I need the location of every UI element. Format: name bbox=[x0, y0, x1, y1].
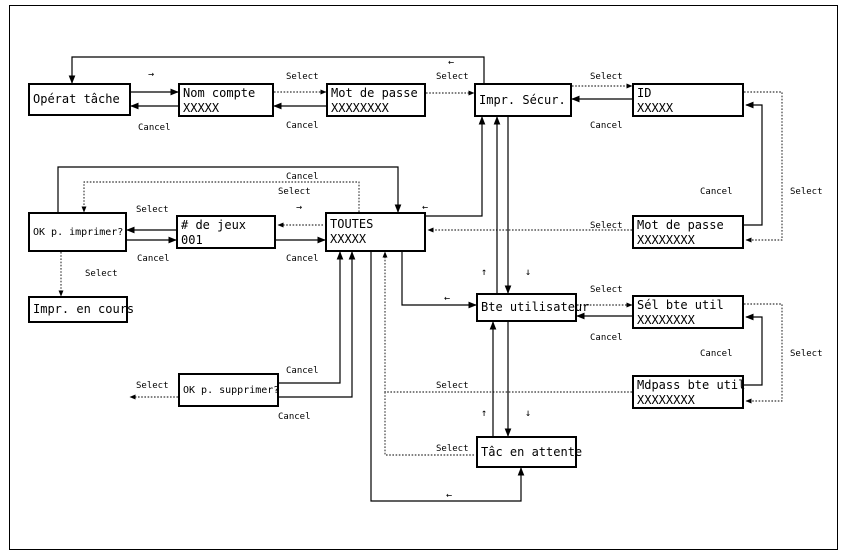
label-select: Select bbox=[278, 187, 311, 197]
label-cancel: Cancel bbox=[286, 121, 319, 131]
edge-supprimer-toutes-1 bbox=[279, 251, 344, 384]
label-select: Select bbox=[136, 205, 169, 215]
box-impr-secur: Impr. Sécur. bbox=[474, 83, 572, 117]
box-value: XXXXXXXX bbox=[637, 233, 695, 247]
label-select: Select bbox=[590, 285, 623, 295]
label-select: Select bbox=[286, 72, 319, 82]
box-text: Bte utilisateur bbox=[481, 300, 590, 314]
label-cancel: Cancel bbox=[700, 187, 733, 197]
label-select: Select bbox=[790, 187, 823, 197]
box-ok-imprimer: OK p. imprimer? bbox=[28, 212, 127, 252]
box-nb-jeux: # de jeux 001 bbox=[176, 215, 276, 249]
box-text: Impr. en cours bbox=[33, 302, 135, 316]
box-text: Nom compte bbox=[183, 86, 256, 100]
box-bte-utilisateur: Bte utilisateur bbox=[476, 293, 589, 322]
edge-tac-to-toutes bbox=[370, 252, 525, 502]
edge-toutes-bte bbox=[401, 252, 477, 309]
box-text: ID bbox=[637, 86, 652, 100]
box-ok-supprimer: OK p. supprimer? bbox=[178, 373, 279, 407]
label-select: Select bbox=[85, 269, 118, 279]
direction-arrow-left: ← bbox=[422, 202, 429, 213]
box-text: Tâc en attente bbox=[481, 444, 583, 459]
box-text: OK p. imprimer? bbox=[33, 226, 124, 238]
edge-toutes-to-ok bbox=[81, 181, 360, 213]
label-cancel: Cancel bbox=[590, 121, 623, 131]
label-cancel: Cancel bbox=[590, 333, 623, 343]
box-impr-en-cours: Impr. en cours bbox=[28, 296, 134, 323]
label-select: Select bbox=[790, 349, 823, 359]
direction-arrow-right: → bbox=[296, 202, 303, 213]
edge-mot2-to-id bbox=[744, 101, 763, 226]
edge-impr-to-operat bbox=[68, 56, 485, 84]
box-nom-compte: Nom compte XXXXX bbox=[178, 83, 274, 117]
box-operat-tache: Opérat tâche bbox=[28, 83, 131, 116]
box-mdpass-bte-util: Mdpass bte util XXXXXXXX bbox=[632, 375, 746, 409]
label-cancel: Cancel bbox=[286, 254, 319, 264]
box-text: Mdpass bte util bbox=[637, 378, 746, 392]
direction-arrow-down: ↓ bbox=[525, 408, 532, 419]
edge-supprimer-toutes-2 bbox=[279, 251, 356, 398]
box-value: XXXXX bbox=[183, 101, 220, 115]
direction-arrow-left: ← bbox=[448, 57, 455, 68]
box-text: Sél bte util bbox=[637, 298, 724, 312]
box-value: XXXXX bbox=[637, 101, 674, 115]
label-cancel: Cancel bbox=[137, 254, 170, 264]
box-mot-de-passe-2: Mot de passe XXXXXXXX bbox=[632, 215, 744, 249]
edge-toutes-impr bbox=[426, 116, 486, 217]
box-id: ID XXXXX bbox=[632, 83, 744, 117]
direction-arrow-left: ← bbox=[444, 293, 451, 304]
label-select: Select bbox=[436, 72, 469, 82]
box-text: OK p. supprimer? bbox=[183, 384, 280, 396]
edge-tac-to-toutes-dotted bbox=[384, 392, 474, 456]
direction-arrow-left: ← bbox=[446, 490, 453, 501]
box-text: Impr. Sécur. bbox=[479, 92, 566, 107]
label-select: Select bbox=[590, 72, 623, 82]
edge-mdpass-to-sel bbox=[744, 313, 763, 386]
label-select: Select bbox=[436, 381, 469, 391]
box-mot-de-passe-1: Mot de passe XXXXXXXX bbox=[326, 83, 426, 117]
direction-arrow-right: → bbox=[148, 69, 155, 80]
label-cancel: Cancel bbox=[278, 412, 311, 422]
box-value: 001 bbox=[181, 233, 203, 247]
box-text: Mot de passe bbox=[331, 86, 418, 100]
direction-arrow-up: ↑ bbox=[481, 408, 488, 419]
edge-id-to-mot2 bbox=[744, 91, 783, 243]
label-cancel: Cancel bbox=[286, 172, 319, 182]
box-value: XXXXXXXX bbox=[637, 393, 695, 407]
box-tac-en-attente: Tâc en attente bbox=[476, 436, 582, 468]
box-value: XXXXXXXX bbox=[331, 101, 389, 115]
box-toutes: TOUTES XXXXX bbox=[325, 212, 426, 252]
label-select: Select bbox=[436, 444, 469, 454]
box-value: XXXXX bbox=[330, 232, 367, 246]
label-select: Select bbox=[590, 221, 623, 231]
label-cancel: Cancel bbox=[700, 349, 733, 359]
box-value: XXXXXXXX bbox=[637, 313, 695, 327]
box-text: Opérat tâche bbox=[33, 92, 120, 106]
edge-ok-to-toutes-top bbox=[57, 166, 402, 213]
direction-arrow-up: ↑ bbox=[481, 267, 488, 278]
edge-sel-to-mdpass bbox=[744, 303, 783, 404]
box-text: Mot de passe bbox=[637, 218, 724, 232]
direction-arrow-down: ↓ bbox=[525, 267, 532, 278]
diagram-frame bbox=[9, 5, 838, 550]
label-cancel: Cancel bbox=[286, 366, 319, 376]
label-select: Select bbox=[136, 381, 169, 391]
box-text: TOUTES bbox=[330, 217, 374, 231]
box-sel-bte-util: Sél bte util XXXXXXXX bbox=[632, 295, 744, 329]
box-text: # de jeux bbox=[181, 218, 247, 232]
label-cancel: Cancel bbox=[138, 123, 171, 133]
